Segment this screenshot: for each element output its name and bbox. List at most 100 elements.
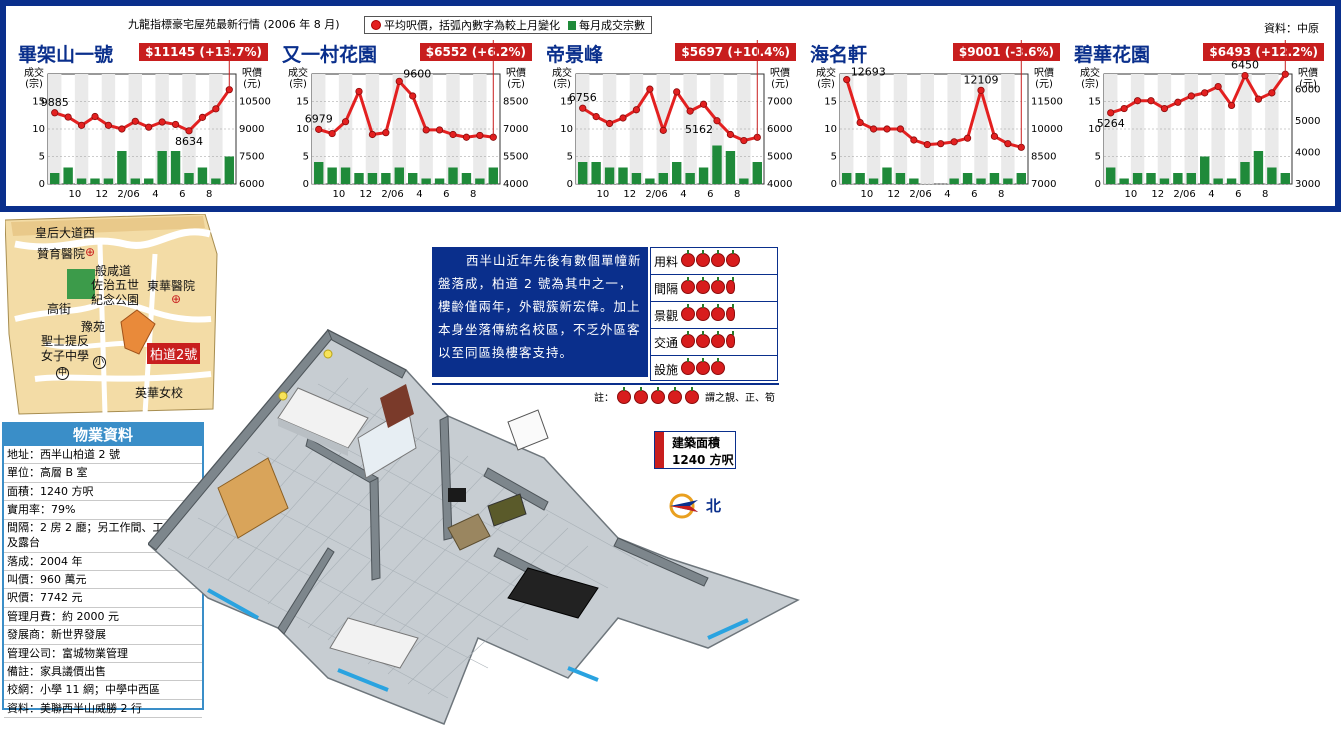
apple-icon <box>696 357 711 375</box>
transaction-bar <box>725 151 736 184</box>
legend-price-label: 平均呎價，括弧內數字為較上月變化 <box>384 19 560 32</box>
right-tick-label: 3000 <box>1295 179 1320 190</box>
transaction-bar <box>1016 173 1026 184</box>
transaction-bar <box>354 173 364 184</box>
hospital-icon: ⊕ <box>171 292 182 306</box>
x-tick-label: 8 <box>470 189 476 200</box>
bar-icon <box>568 21 576 30</box>
map-school-line2: 女子中學 <box>41 349 90 363</box>
price-point <box>910 136 918 144</box>
price-point <box>883 125 891 133</box>
price-point <box>91 112 99 121</box>
x-tick-label: 2/06 <box>381 189 403 200</box>
price-point <box>51 109 59 117</box>
rating-apples <box>680 303 736 324</box>
price-point <box>104 121 113 129</box>
transaction-bar <box>170 151 181 184</box>
plot-band <box>1184 74 1198 184</box>
price-point <box>869 125 878 133</box>
transaction-bar <box>50 173 60 184</box>
transaction-bar <box>895 173 906 184</box>
floor-plan-illustration <box>148 328 800 725</box>
price-point <box>619 114 627 122</box>
price-point <box>1147 97 1155 105</box>
transaction-bar <box>381 173 391 184</box>
transaction-bar <box>672 162 682 184</box>
rating-row: 設施 <box>651 356 777 382</box>
map-school-line1: 聖士提反 <box>41 334 90 348</box>
apple-icon <box>681 330 696 348</box>
left-tick-label: 0 <box>831 179 837 190</box>
transaction-bar <box>76 178 87 184</box>
map-park-line1: 佐治五世 <box>91 278 140 292</box>
half-apple-icon <box>726 276 736 294</box>
price-point <box>435 126 444 134</box>
right-axis-unit: (元) <box>243 79 261 90</box>
rating-apples <box>680 276 736 297</box>
price-data-label: 6450 <box>1231 59 1259 72</box>
map-yu-yuen: 豫苑 <box>81 320 106 334</box>
transaction-bar <box>340 167 351 184</box>
legend-transactions-label: 每月成交宗數 <box>579 19 645 32</box>
price-point <box>409 92 417 100</box>
left-axis-unit: 成交 <box>288 66 308 79</box>
summary-title: 九龍指標豪宅屋苑最新行情 (2006 年 8 月) <box>128 18 340 31</box>
map-road-queens: 皇后大道西 <box>35 226 96 240</box>
legend-transactions: 每月成交宗數 <box>568 17 645 33</box>
transaction-bar <box>909 178 919 184</box>
price-point <box>659 126 667 134</box>
price-data-label: 6979 <box>305 112 333 125</box>
transaction-bar <box>448 167 458 184</box>
transaction-bar <box>591 162 601 184</box>
transaction-bar <box>578 162 588 184</box>
price-point <box>1004 140 1012 148</box>
x-tick-label: 6 <box>179 189 185 200</box>
left-tick-label: 0 <box>1095 179 1101 190</box>
price-point <box>185 127 193 135</box>
left-tick-label: 10 <box>296 124 309 135</box>
transaction-bar <box>63 167 73 184</box>
info-row: 呎價：7742 元 <box>4 589 202 608</box>
estate-price-tag: $5697 (+10.4%) <box>675 43 796 61</box>
x-tick-label: 8 <box>734 189 740 200</box>
price-point <box>937 140 945 148</box>
transaction-bar <box>1003 178 1013 184</box>
price-point <box>382 129 390 137</box>
right-axis-unit: 呎價 <box>770 66 790 79</box>
x-tick-label: 2/06 <box>117 189 139 200</box>
transaction-bar <box>1280 173 1290 184</box>
kitchen-counter <box>507 567 599 619</box>
apple-icon <box>711 330 726 348</box>
market-summary-inner: 九龍指標豪宅屋苑最新行情 (2006 年 8 月) 平均呎價，括弧內數字為較上月… <box>6 6 1335 206</box>
x-tick-label: 8 <box>206 189 212 200</box>
price-point <box>1201 89 1209 97</box>
x-tick-label: 2/06 <box>909 189 931 200</box>
price-point <box>699 100 708 108</box>
transaction-bar <box>604 167 615 184</box>
right-tick-label: 8500 <box>503 97 528 108</box>
left-tick-label: 10 <box>32 124 45 135</box>
price-point <box>923 140 931 149</box>
map-ying-wa-school: 英華女校 <box>135 386 184 400</box>
right-tick-label: 10000 <box>1031 124 1063 135</box>
price-point <box>476 131 484 140</box>
half-apple-icon <box>726 303 736 321</box>
transaction-bar <box>698 167 709 184</box>
left-tick-label: 10 <box>824 124 837 135</box>
price-data-label: 8634 <box>175 135 203 148</box>
right-tick-label: 5000 <box>1295 116 1320 127</box>
x-tick-label: 12 <box>359 189 372 200</box>
apple-icon <box>685 386 699 404</box>
transaction-bar <box>314 162 324 184</box>
half-apple-icon <box>726 330 736 348</box>
transaction-bar <box>1173 173 1183 184</box>
property-info-title: 物業資料 <box>4 424 202 446</box>
price-point <box>158 118 166 126</box>
transaction-bar <box>394 167 404 184</box>
info-row: 落成：2004 年 <box>4 553 202 572</box>
info-row: 管理公司：富城物業管理 <box>4 645 202 664</box>
info-row: 校網：小學 11 網；中學中西區 <box>4 681 202 700</box>
balcony <box>507 409 549 451</box>
transaction-bar <box>989 173 1000 184</box>
